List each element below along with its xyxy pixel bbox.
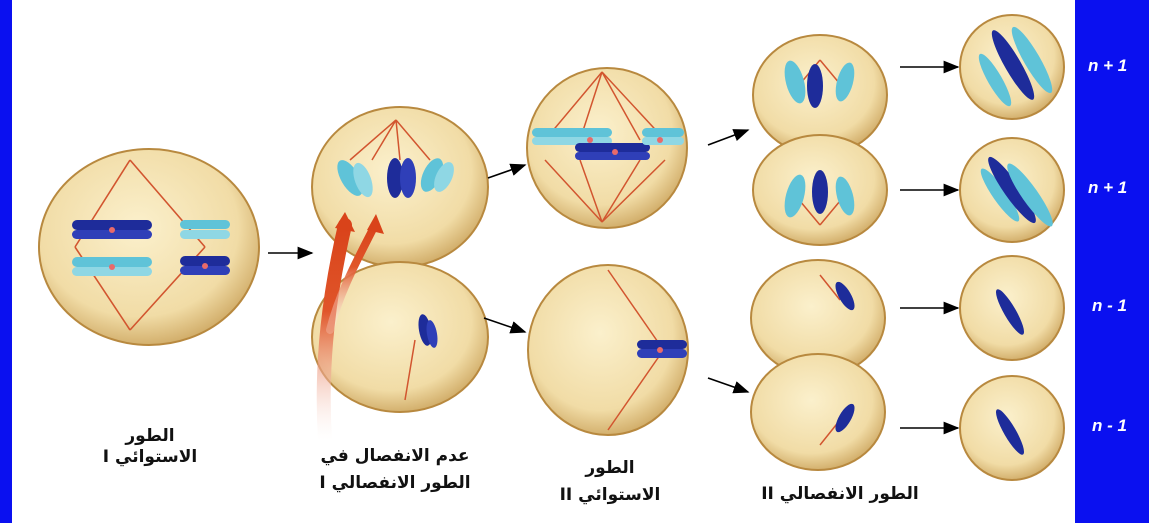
left-border xyxy=(0,0,12,523)
label-nondisjunction-line1: عدم الانفصال في xyxy=(285,446,505,467)
cell-metaphase-2-bottom xyxy=(528,265,688,435)
ploidy-panel xyxy=(1075,0,1149,523)
label-metaphase-2: الطور الاستوائي II xyxy=(540,458,680,507)
label-metaphase-1-line1: الطور xyxy=(70,426,230,447)
label-metaphase-1: الطور الاستوائي I xyxy=(70,426,230,469)
ploidy-label-3: n - 1 xyxy=(1092,296,1127,316)
cell-metaphase-1 xyxy=(39,149,259,345)
arrow-2a xyxy=(488,165,525,178)
gamete-4 xyxy=(960,376,1064,480)
gamete-1 xyxy=(960,15,1064,119)
ploidy-label-2: n + 1 xyxy=(1088,178,1127,198)
label-metaphase-1-line2: الاستوائي I xyxy=(70,447,230,468)
label-nondisjunction-line2: الطور الانفصالي I xyxy=(285,473,505,494)
arrow-2b xyxy=(484,318,525,332)
cell-anaphase-2-top xyxy=(753,35,887,245)
label-anaphase-2: الطور الانفصالي II xyxy=(740,484,940,505)
ploidy-label-4: n - 1 xyxy=(1092,416,1127,436)
label-metaphase-2-line1: الطور xyxy=(540,458,680,479)
cell-anaphase-2-bottom xyxy=(751,260,885,470)
label-nondisjunction: عدم الانفصال في الطور الانفصالي I xyxy=(285,446,505,495)
label-metaphase-2-line2: الاستوائي II xyxy=(540,485,680,506)
cell-metaphase-2-top xyxy=(527,68,687,228)
gamete-2 xyxy=(960,138,1064,242)
arrow-3a xyxy=(708,130,748,145)
ploidy-label-1: n + 1 xyxy=(1088,56,1127,76)
gamete-3 xyxy=(960,256,1064,360)
arrow-3b xyxy=(708,378,748,392)
